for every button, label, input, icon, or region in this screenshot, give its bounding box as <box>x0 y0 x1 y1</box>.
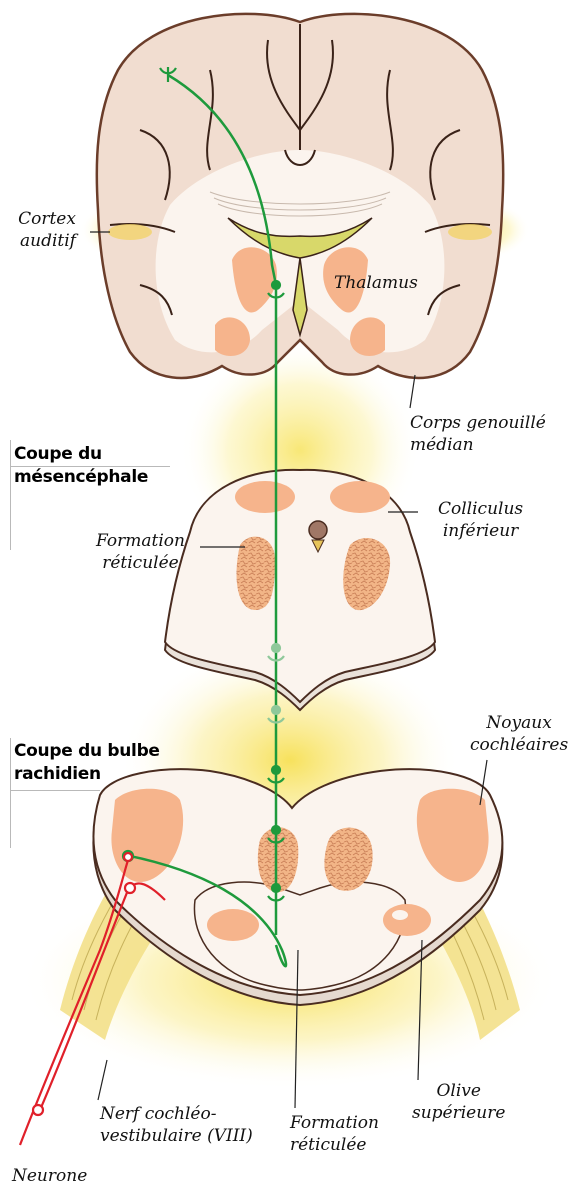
label-formation-reticulee-top: Formation réticulée <box>96 530 185 574</box>
label-line: Formation <box>290 1112 379 1134</box>
label-line: auditif <box>18 230 76 252</box>
label-line: Colliculus <box>438 498 523 520</box>
section-rule-bulbe <box>10 790 100 791</box>
section-title-bulbe: Coupe du bulbe rachidien <box>14 740 160 786</box>
label-line: supérieure <box>412 1102 505 1124</box>
label-noyaux-cochleaires: Noyaux cochléaires <box>470 712 568 756</box>
title-line: mésencéphale <box>14 466 148 489</box>
title-line: Coupe du <box>14 443 148 466</box>
label-colliculus: Colliculus inférieur <box>438 498 523 542</box>
section-rule-vertical <box>10 440 11 550</box>
title-line: Coupe du bulbe <box>14 740 160 763</box>
label-line: Cortex <box>18 208 76 230</box>
label-olive: Olive supérieure <box>412 1080 505 1124</box>
section-rule-vertical-2 <box>10 738 11 848</box>
label-line: réticulée <box>96 552 185 574</box>
label-line: Neurone <box>12 1165 87 1187</box>
title-line: rachidien <box>14 763 160 786</box>
label-thalamus: Thalamus <box>334 272 418 294</box>
label-line: Thalamus <box>334 272 418 294</box>
label-line: cochléaires <box>470 734 568 756</box>
label-line: inférieur <box>438 520 523 542</box>
label-cortex-auditif: Cortex auditif <box>18 208 76 252</box>
label-line: Olive <box>412 1080 505 1102</box>
label-line: Nerf cochléo- <box>100 1103 253 1125</box>
label-line: Noyaux <box>470 712 568 734</box>
label-line: Formation <box>96 530 185 552</box>
label-line: Corps genouillé <box>410 412 546 434</box>
label-line: vestibulaire (VIII) <box>100 1125 253 1147</box>
label-nerf: Nerf cochléo- vestibulaire (VIII) <box>100 1103 253 1147</box>
brain-section <box>97 14 503 378</box>
label-neurone: Neurone <box>12 1165 87 1187</box>
label-line: réticulée <box>290 1134 379 1156</box>
label-formation-reticulee-bottom: Formation réticulée <box>290 1112 379 1156</box>
section-title-mesencephale: Coupe du mésencéphale <box>14 443 148 489</box>
label-corps-genouille: Corps genouillé médian <box>410 412 546 456</box>
label-line: médian <box>410 434 546 456</box>
